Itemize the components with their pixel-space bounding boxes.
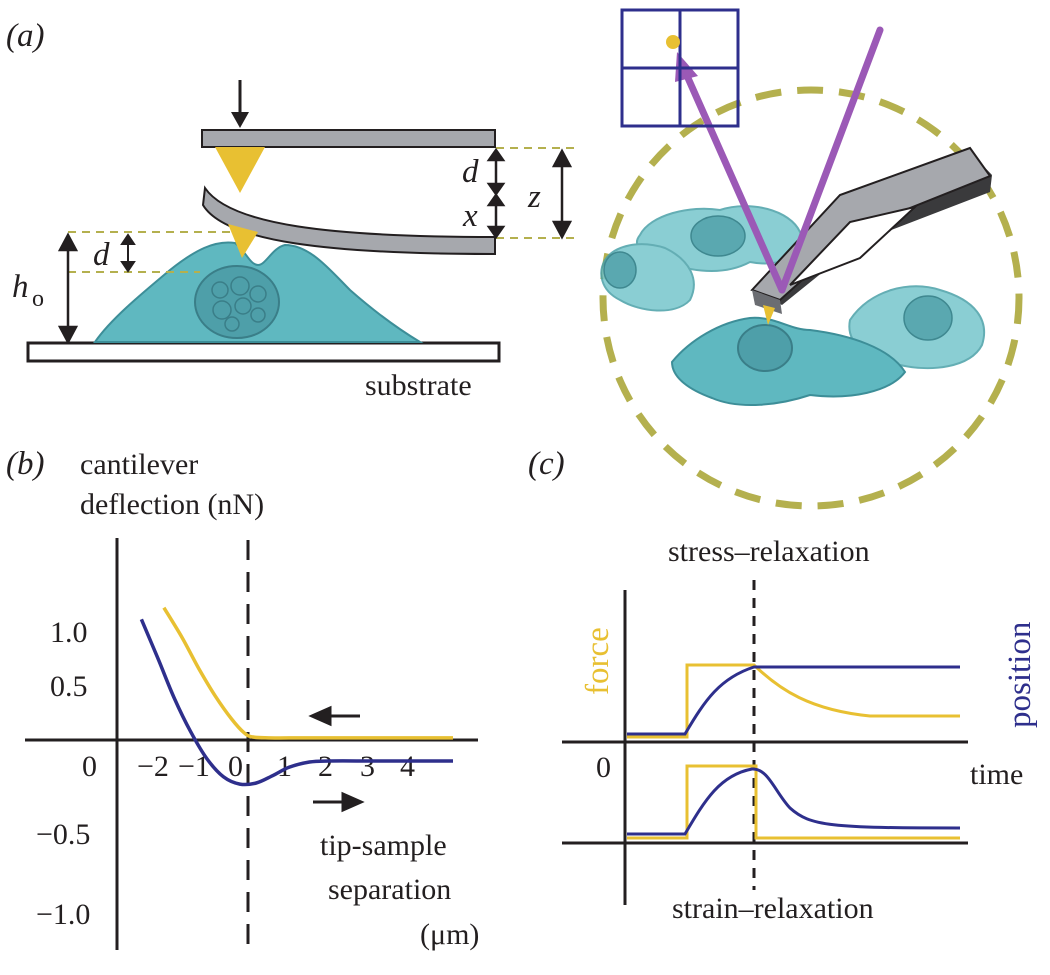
b-x-tick: −2 <box>137 750 169 783</box>
load-arrow-head <box>231 112 249 128</box>
laser-beam <box>684 26 884 294</box>
c-xlabel-time: time <box>970 758 1023 791</box>
stress-force-curve <box>627 663 960 739</box>
panel-a-label: (a) <box>6 18 44 54</box>
background-nuclei <box>603 215 953 341</box>
d-cell-arrow <box>120 233 136 273</box>
x-arrow <box>486 192 506 240</box>
h0-arrow <box>57 232 79 345</box>
z-arrow <box>551 148 573 240</box>
symbol-z: z <box>527 179 541 215</box>
b-y-tick: −1.0 <box>36 898 90 931</box>
symbol-x: x <box>462 198 478 234</box>
panel-a: (a) substrate <box>6 18 578 402</box>
c-zero: 0 <box>596 751 611 784</box>
guide-lines <box>68 147 578 273</box>
c-ylabel-force: force <box>580 627 616 695</box>
retract-arrow <box>313 791 365 813</box>
strain-position-curve <box>627 767 961 836</box>
b-x-tick: 0 <box>228 750 243 783</box>
symbol-h: h <box>12 269 29 305</box>
panel-b: (b) cantilever deflection (nN) 1.0 0.5 −… <box>6 446 479 951</box>
b-x-tick: 3 <box>360 750 375 783</box>
panel-c-title-top: stress–relaxation <box>668 535 870 568</box>
photodetector <box>620 8 740 128</box>
b-x-tick: 0 <box>82 750 97 783</box>
strain-force-curve <box>627 764 960 840</box>
panel-c-label: (c) <box>528 446 565 482</box>
b-y-tick: −0.5 <box>36 818 90 851</box>
d-arrow <box>486 147 506 197</box>
b-y-tick-labels: 1.0 0.5 −0.5 −1.0 <box>36 616 90 931</box>
cell-a-nucleus-texture <box>211 276 267 332</box>
stress-position-curve <box>627 665 960 736</box>
c-ylabel-position: position <box>1002 622 1038 728</box>
approach-arrow <box>308 705 360 727</box>
substrate-block <box>26 341 501 363</box>
b-y-tick: 1.0 <box>50 616 88 649</box>
tip-reference <box>215 147 265 193</box>
panel-b-xlabel-1: tip-sample <box>320 829 447 862</box>
laser-spot <box>666 35 680 49</box>
b-y-tick: 0.5 <box>50 670 88 703</box>
symbol-h-sub: o <box>32 286 44 312</box>
afm-illustration <box>599 8 1023 510</box>
symbol-d-cell: d <box>93 237 110 273</box>
foreground-cell <box>670 316 907 406</box>
b-x-tick: 2 <box>318 750 333 783</box>
cell-a-nucleus <box>194 265 280 339</box>
zoom-circle <box>599 86 1023 510</box>
panel-b-ylabel-1: cantilever <box>80 448 198 481</box>
approach-curve <box>162 606 453 740</box>
panel-c: (c) stress–relaxation strain–relaxation … <box>528 446 1038 925</box>
retract-curve <box>139 618 453 787</box>
foreground-cell-nucleus <box>737 324 793 372</box>
panel-c-title-bottom: strain–relaxation <box>672 892 874 925</box>
substrate-label: substrate <box>365 369 472 402</box>
b-x-tick: 1 <box>277 750 292 783</box>
panel-b-xlabel-2: separation <box>328 873 451 906</box>
tip-deflected <box>228 224 258 258</box>
afm-cantilever <box>750 146 992 325</box>
b-x-tick: 4 <box>400 750 415 783</box>
panel-b-ylabel-2: deflection (nN) <box>80 488 264 521</box>
panel-b-xlabel-3: (μm) <box>420 918 479 951</box>
panel-b-label: (b) <box>6 446 44 482</box>
cantilever-reference <box>201 129 496 148</box>
symbol-d-top: d <box>462 154 479 190</box>
